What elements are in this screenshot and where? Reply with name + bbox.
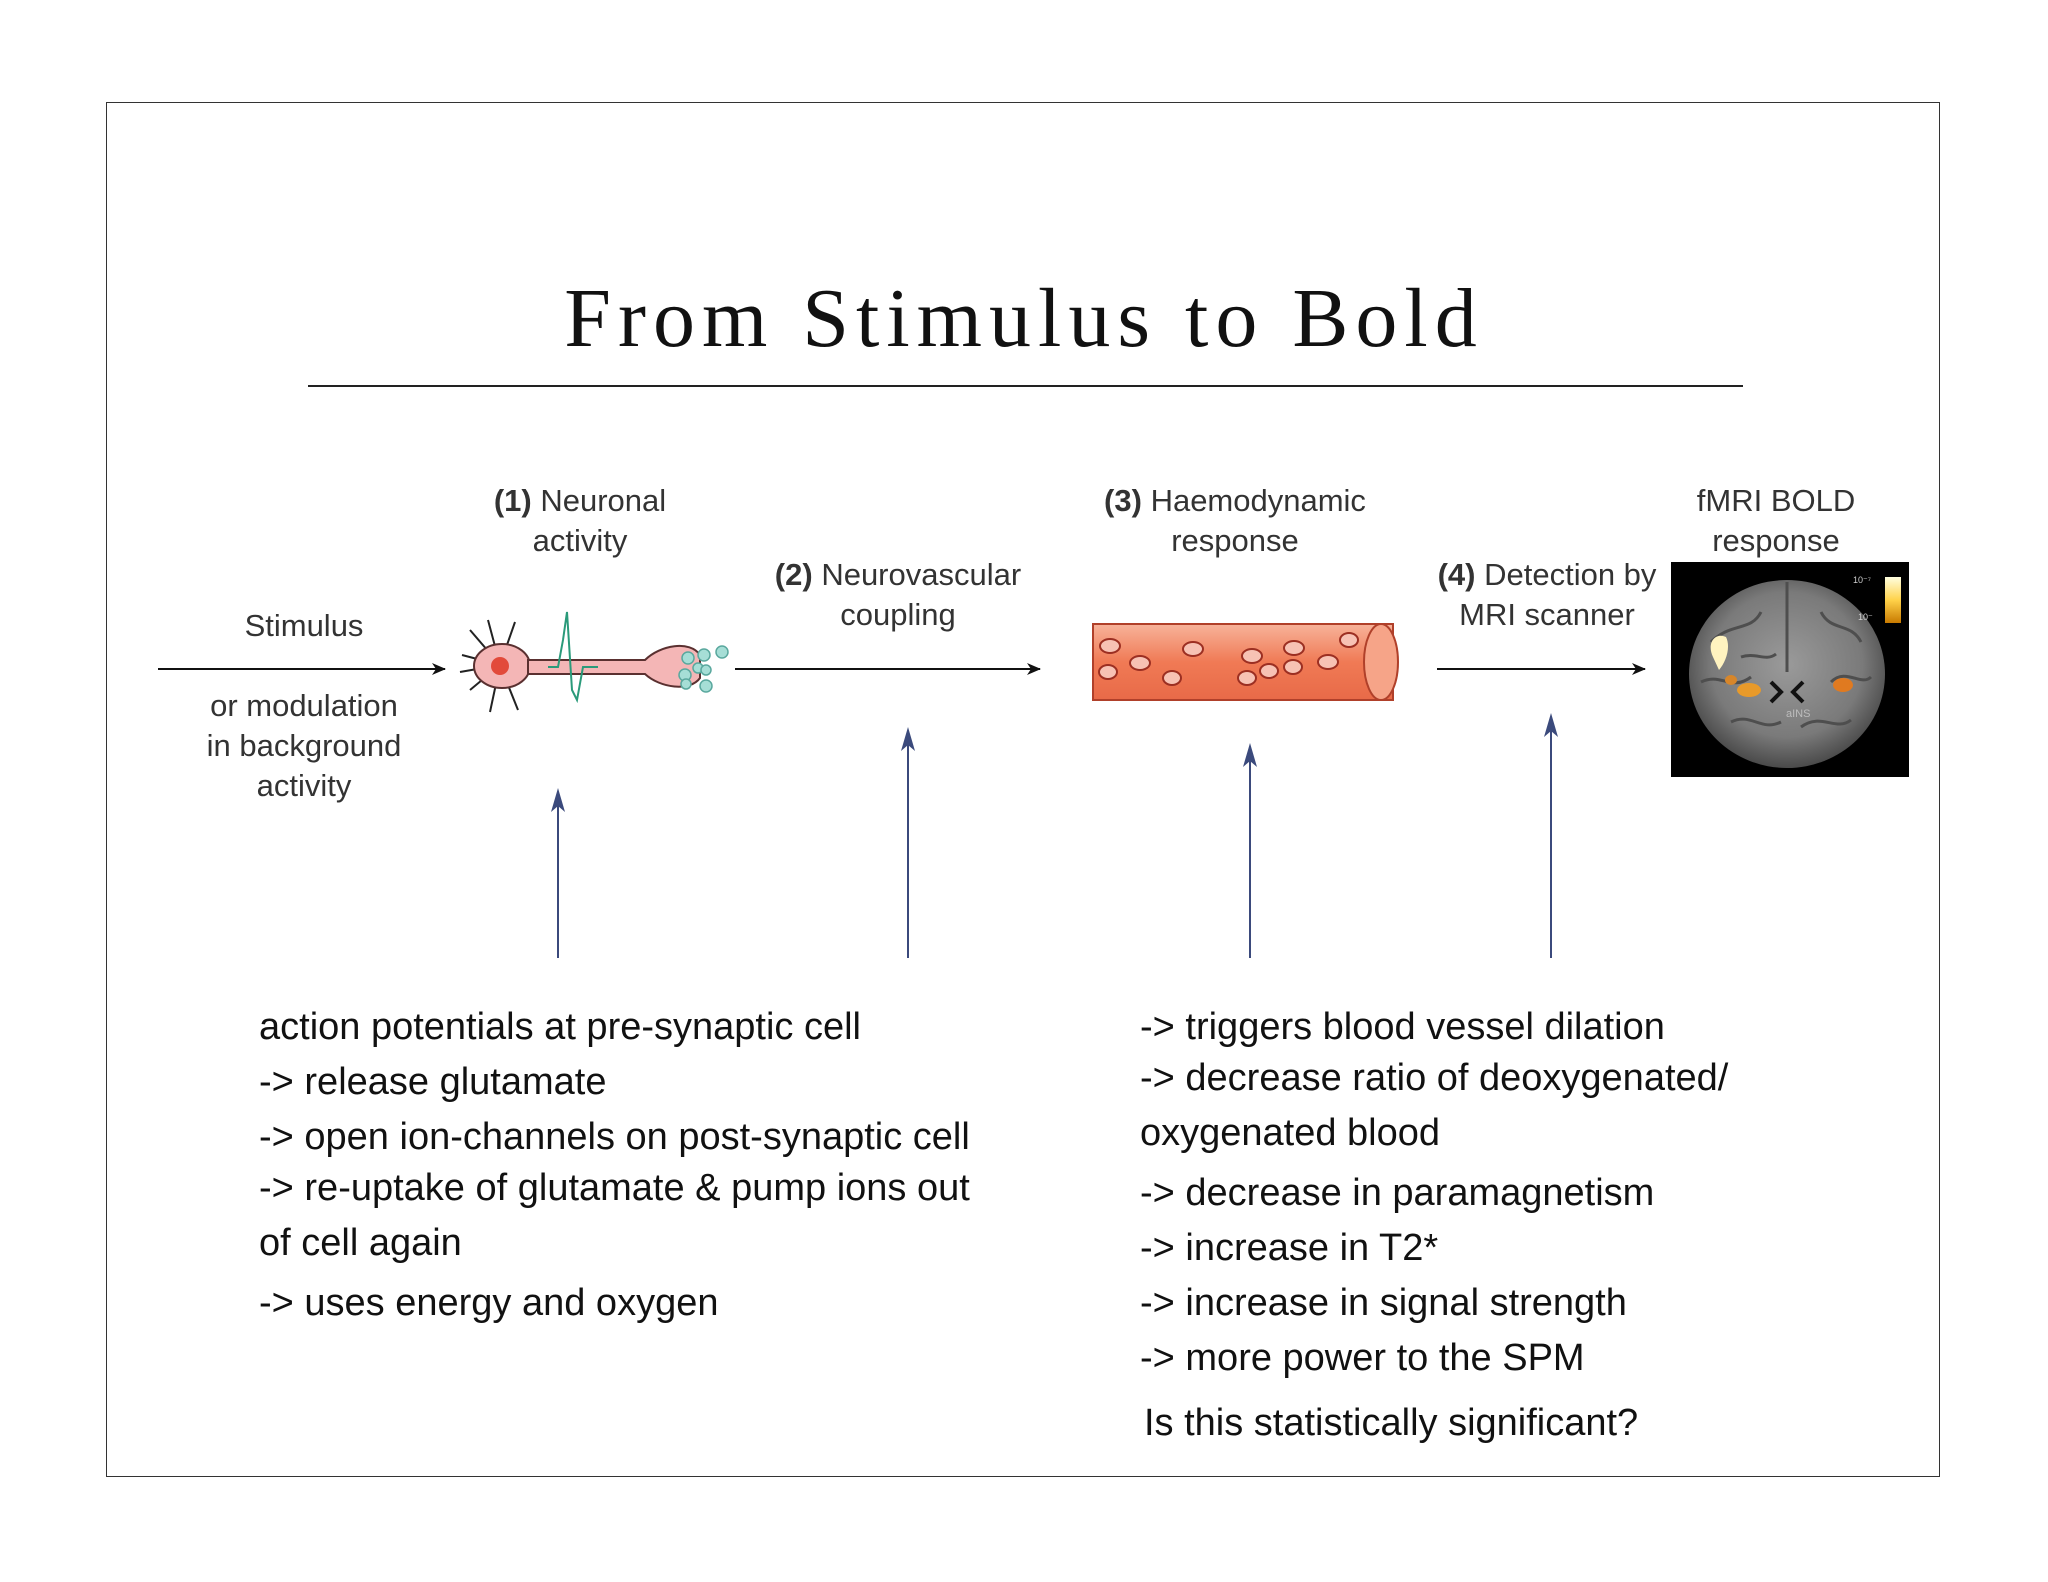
stimulus-sublabel: or modulation in background activity [206, 688, 402, 803]
title-underline [308, 385, 1743, 387]
haemo-line-7: -> more power to the SPM [1140, 1337, 1585, 1379]
neuronal-line-4: -> re-uptake of glutamate & pump ions ou… [259, 1167, 970, 1209]
haemo-line-3: oxygenated blood [1140, 1112, 1441, 1154]
neuronal-line-5: of cell again [259, 1222, 462, 1264]
haemo-line-4: -> decrease in paramagnetism [1140, 1172, 1655, 1214]
haemo-line-5: -> increase in T2* [1140, 1227, 1439, 1269]
neuronal-line-1: action potentials at pre-synaptic cell [259, 1006, 861, 1048]
neuronal-line-2: -> release glutamate [259, 1061, 607, 1103]
stimulus-label: Stimulus [244, 608, 364, 643]
significance-question: Is this statistically significant? [1144, 1402, 1639, 1444]
colorbar-max-label: 10⁻⁷ [1853, 575, 1872, 585]
blood-vessel-illustration [1092, 623, 1399, 701]
step1-label: (1) Neuronal activity [493, 483, 667, 558]
up-arrow-4 [1544, 713, 1558, 958]
step2-label: (2) Neurovascular coupling [774, 557, 1022, 632]
brain-region-label: aINS [1786, 708, 1811, 720]
haemo-line-2: -> decrease ratio of deoxygenated/ [1140, 1057, 1729, 1099]
up-arrow-1 [551, 788, 565, 958]
fmri-brain-image [1671, 562, 1909, 777]
up-arrow-2 [901, 727, 915, 958]
step4-label: (4) Detection by MRI scanner [1437, 557, 1657, 632]
slide-frame [106, 102, 1940, 1477]
up-arrow-3 [1243, 743, 1257, 958]
neuronal-line-3: -> open ion-channels on post-synaptic ce… [259, 1116, 970, 1158]
haemo-line-6: -> increase in signal strength [1140, 1282, 1627, 1324]
haemo-line-1: -> triggers blood vessel dilation [1140, 1006, 1665, 1048]
page-title: From Stimulus to Bold [564, 272, 1484, 365]
neuronal-line-6: -> uses energy and oxygen [259, 1282, 719, 1324]
bold-response-label: fMRI BOLD response [1696, 483, 1856, 558]
colorbar [1885, 577, 1901, 623]
step3-label: (3) Haemodynamic response [1104, 483, 1366, 558]
colorbar-min-label: 10⁻ [1858, 612, 1873, 622]
neuron-illustration [459, 611, 729, 713]
